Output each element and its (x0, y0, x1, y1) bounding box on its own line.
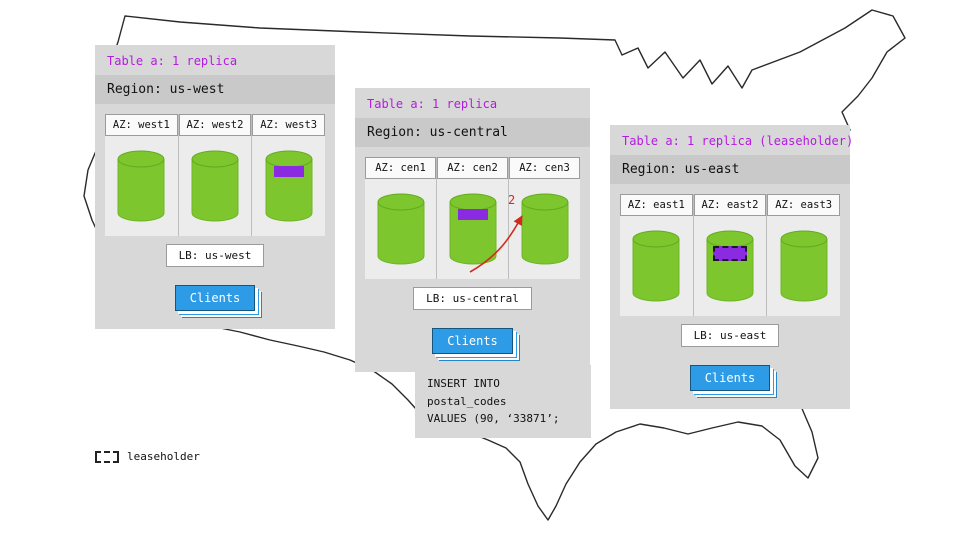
az-column: AZ: west2 (178, 114, 253, 236)
database-cylinder-icon (632, 230, 680, 304)
az-column: AZ: east3 (767, 194, 841, 316)
panel-title: Table a: 1 replica (leaseholder) (622, 134, 854, 148)
database-cylinder-icon (780, 230, 828, 304)
az-area: AZ: west1 AZ: west2 AZ: west3 (105, 114, 326, 236)
region-panel-us-central: Table a: 1 replica Region: us-central AZ… (355, 88, 590, 372)
load-balancer-label: LB: us-west (165, 244, 265, 267)
az-label: AZ: cen3 (509, 157, 580, 179)
az-label: AZ: west2 (178, 114, 252, 136)
az-column: AZ: east1 (620, 194, 694, 316)
az-column: AZ: cen3 (509, 157, 580, 279)
az-column: AZ: cen2 (437, 157, 509, 279)
az-column: AZ: cen1 (365, 157, 437, 279)
az-label: AZ: west3 (252, 114, 326, 136)
az-label: AZ: cen2 (437, 157, 508, 179)
sql-line: VALUES (90, ‘33871’; (427, 412, 560, 426)
database-cylinder-icon (265, 150, 313, 224)
leaseholder-swatch-icon (95, 450, 119, 463)
database-cylinder-icon (449, 193, 497, 267)
az-column: AZ: east2 (693, 194, 768, 316)
database-cylinder-icon (191, 150, 239, 224)
leaseholder-marker (713, 246, 747, 261)
region-label: Region: us-west (95, 75, 335, 104)
database-cylinder-icon (706, 230, 754, 304)
region-label: Region: us-central (355, 118, 590, 147)
panel-title: Table a: 1 replica (107, 54, 238, 68)
database-cylinder-icon (377, 193, 425, 267)
clients-button[interactable]: Clients (174, 285, 256, 311)
clients-button[interactable]: Clients (689, 365, 771, 391)
replica-marker (273, 166, 304, 177)
replica-marker (457, 209, 488, 220)
legend: leaseholder (95, 450, 200, 463)
az-area: AZ: east1 AZ: east2 AZ: east3 (620, 194, 841, 316)
load-balancer-label: LB: us-east (680, 324, 780, 347)
load-balancer-label: LB: us-central (413, 287, 532, 310)
region-label: Region: us-east (610, 155, 850, 184)
sql-line: INSERT INTO postal_codes (427, 377, 507, 408)
az-column: AZ: west3 (252, 114, 326, 236)
clients-button[interactable]: Clients (432, 328, 513, 354)
region-panel-us-west: Table a: 1 replica Region: us-west AZ: w… (95, 45, 335, 329)
az-area: AZ: cen1 AZ: cen2 AZ: cen3 (365, 157, 580, 279)
database-cylinder-icon (521, 193, 569, 267)
region-panel-us-east: Table a: 1 replica (leaseholder) Region:… (610, 125, 854, 409)
az-label: AZ: east2 (693, 194, 767, 216)
az-column: AZ: west1 (105, 114, 179, 236)
sql-insert-note: INSERT INTO postal_codes VALUES (90, ‘33… (415, 365, 591, 438)
az-label: AZ: cen1 (365, 157, 436, 179)
az-label: AZ: east3 (767, 194, 841, 216)
az-label: AZ: east1 (620, 194, 693, 216)
panel-title: Table a: 1 replica (367, 97, 498, 111)
az-label: AZ: west1 (105, 114, 178, 136)
legend-label: leaseholder (127, 450, 200, 463)
database-cylinder-icon (117, 150, 165, 224)
